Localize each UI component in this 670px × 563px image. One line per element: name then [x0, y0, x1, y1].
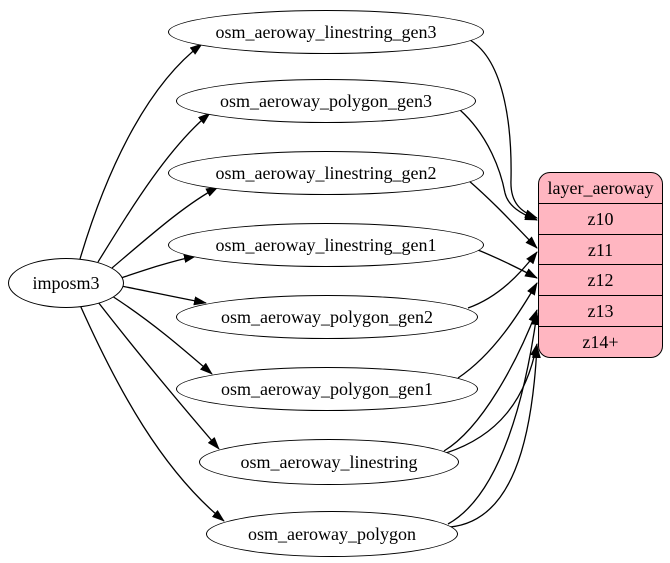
edge-osm_aeroway_linestring-z14 — [445, 343, 540, 454]
edge-osm_aeroway_polygon-z14 — [449, 345, 541, 528]
layer-row-z11: z11 — [539, 233, 662, 265]
layer-row-z10: z10 — [539, 202, 662, 234]
table-node-label: osm_aeroway_linestring — [240, 452, 418, 472]
edge-imposm3-osm_aeroway_polygon_gen3 — [97, 112, 211, 263]
node-osm_aeroway_linestring: osm_aeroway_linestring — [199, 439, 459, 485]
layer-row-z14: z14+ — [539, 326, 662, 357]
edge-osm_aeroway_polygon-z13 — [447, 312, 540, 525]
edge-imposm3-osm_aeroway_polygon — [79, 304, 225, 522]
node-osm_aeroway_polygon: osm_aeroway_polygon — [206, 511, 458, 557]
node-imposm3: imposm3 — [8, 258, 124, 308]
layer-title: layer_aeroway — [547, 177, 654, 198]
layer-row-label: z12 — [587, 270, 614, 291]
layer-row-label: z11 — [587, 239, 614, 260]
edge-imposm3-osm_aeroway_polygon_gen1 — [111, 295, 213, 375]
edge-osm_aeroway_linestring_gen3-z10 — [469, 39, 538, 219]
edge-osm_aeroway_linestring-z13 — [443, 309, 538, 452]
node-osm_aeroway_polygon_gen2: osm_aeroway_polygon_gen2 — [176, 295, 478, 339]
table-node-label: osm_aeroway_polygon_gen1 — [221, 379, 433, 399]
edge-imposm3-osm_aeroway_linestring_gen2 — [111, 186, 219, 269]
node-osm_aeroway_polygon_gen1: osm_aeroway_polygon_gen1 — [176, 367, 478, 411]
node-osm_aeroway_linestring_gen3: osm_aeroway_linestring_gen3 — [168, 10, 484, 54]
table-node-label: osm_aeroway_polygon_gen3 — [220, 91, 432, 111]
node-osm_aeroway_linestring_gen1: osm_aeroway_linestring_gen1 — [168, 223, 484, 267]
edge-imposm3-osm_aeroway_linestring — [97, 301, 220, 450]
edge-osm_aeroway_polygon_gen1-z12 — [457, 282, 538, 379]
edge-imposm3-osm_aeroway_linestring_gen3 — [79, 43, 203, 260]
layer-row-label: z14+ — [582, 332, 619, 353]
edge-osm_aeroway_polygon_gen2-z11 — [467, 251, 538, 309]
edge-osm_aeroway_linestring_gen1-z12 — [477, 249, 538, 279]
table-node-label: osm_aeroway_linestring_gen3 — [215, 22, 437, 42]
edge-osm_aeroway_polygon_gen3-z10 — [459, 109, 538, 221]
node-layer_aeroway: layer_aeroway z10 z11 z12 z13 z14+ — [538, 172, 663, 358]
layer-title-row: layer_aeroway — [539, 173, 662, 203]
edge-osm_aeroway_linestring_gen2-z11 — [467, 179, 538, 249]
table-node-label: osm_aeroway_linestring_gen2 — [215, 163, 437, 183]
layer-row-z13: z13 — [539, 295, 662, 326]
edge-imposm3-osm_aeroway_linestring_gen1 — [120, 254, 197, 279]
node-osm_aeroway_linestring_gen2: osm_aeroway_linestring_gen2 — [168, 151, 484, 195]
layer-row-z12: z12 — [539, 264, 662, 295]
table-node-label: osm_aeroway_linestring_gen1 — [215, 235, 437, 255]
node-osm_aeroway_polygon_gen3: osm_aeroway_polygon_gen3 — [176, 79, 476, 123]
layer-row-label: z10 — [587, 208, 614, 229]
table-node-label: osm_aeroway_polygon_gen2 — [221, 307, 433, 327]
node-imposm3-label: imposm3 — [32, 273, 100, 293]
edge-imposm3-osm_aeroway_polygon_gen2 — [120, 285, 207, 306]
table-node-label: osm_aeroway_polygon — [248, 524, 416, 544]
layer-row-label: z13 — [587, 301, 614, 322]
